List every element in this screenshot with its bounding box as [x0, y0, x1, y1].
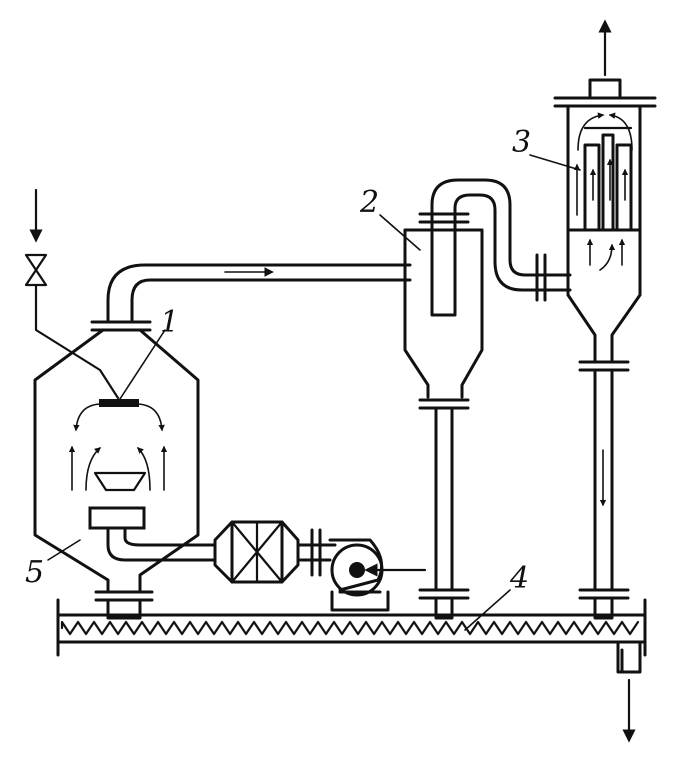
drying-chamber — [33, 320, 200, 620]
spray-arrow-right — [135, 403, 165, 432]
label-hopper: 5 — [25, 555, 44, 590]
feed-line — [24, 188, 120, 400]
conveyor-discharge — [616, 640, 642, 674]
cyclone-body — [403, 228, 484, 399]
label-bag-filter: 3 — [512, 125, 531, 160]
filter-outlet — [588, 78, 622, 100]
fan-hub — [349, 562, 365, 578]
feed-pipe — [34, 283, 120, 400]
fan-base — [330, 590, 390, 612]
filter-bag — [601, 133, 615, 232]
spray-arrow-left — [73, 403, 103, 432]
feed-valve-icon — [24, 253, 48, 287]
air-arrow — [137, 447, 151, 491]
cyclone-to-filter-duct — [430, 178, 572, 302]
chamber-outlet — [106, 598, 142, 620]
screw-flight — [60, 620, 640, 636]
label-cyclone: 2 — [359, 185, 379, 220]
filter-bag — [583, 143, 601, 232]
outlet-duct — [106, 263, 412, 324]
air-heater — [213, 520, 300, 584]
air-arrow — [85, 447, 101, 491]
cyclone-standpipe — [434, 406, 454, 592]
label-dryer-chamber: 1 — [160, 305, 179, 340]
leader-lines — [47, 154, 581, 631]
vortex-finder — [430, 212, 457, 317]
filter-bag — [615, 143, 633, 232]
air-supply-line — [106, 520, 427, 612]
label-screw-conveyor: 4 — [509, 561, 529, 596]
blower-fan — [328, 538, 427, 612]
air-inlet-box — [88, 506, 146, 530]
screw-conveyor — [56, 598, 647, 743]
chamber-body — [33, 328, 200, 594]
cyclone — [403, 212, 484, 620]
conveyor-ends — [56, 598, 647, 657]
filter-housing — [566, 104, 642, 347]
air-distributor — [93, 471, 147, 492]
filter-standpipe — [593, 368, 614, 592]
bag-filter — [553, 19, 657, 620]
